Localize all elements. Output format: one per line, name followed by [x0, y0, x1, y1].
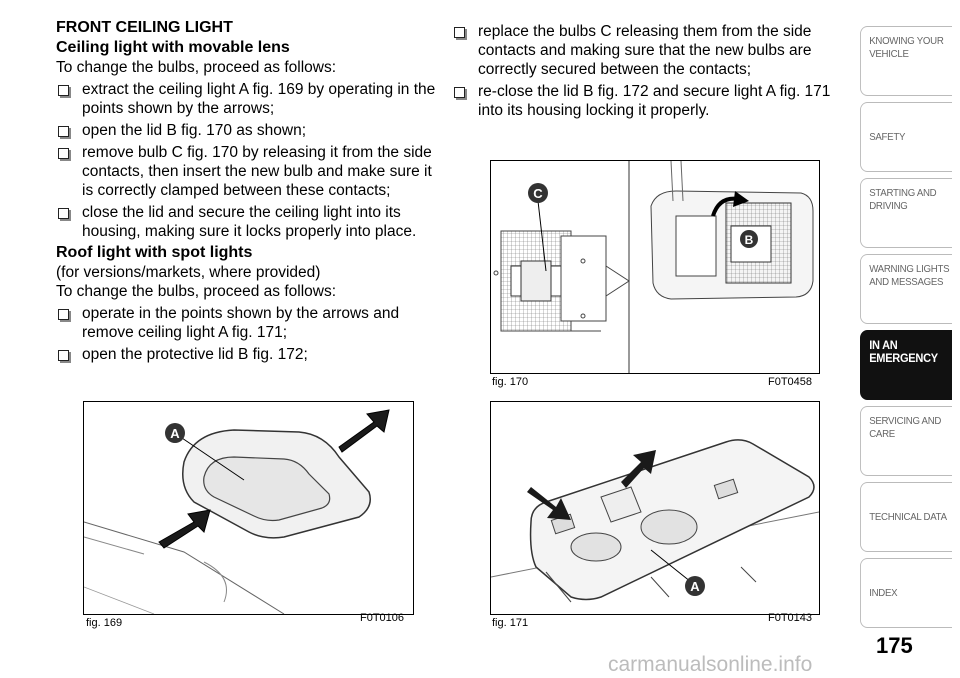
tab-technical-data[interactable]: TECHNICAL DATA: [860, 482, 952, 552]
figure-169-illustration: A: [83, 401, 414, 615]
figure-169-caption: fig. 169: [86, 617, 123, 629]
bullet-item: re-close the lid B fig. 172 and secure l…: [452, 82, 842, 120]
label-b: B: [745, 233, 754, 247]
checkbox-bullet-icon: [58, 309, 71, 322]
versions-note: (for versions/markets, where provided): [56, 264, 321, 281]
label-c: C: [533, 186, 543, 201]
bullet-item: open the protective lid B fig. 172;: [56, 345, 436, 364]
left-column: FRONT CEILING LIGHT Ceiling light with m…: [56, 18, 436, 364]
figure-170-caption: fig. 170: [492, 376, 529, 388]
bulb-housing-drawing: C B: [493, 161, 814, 373]
figure-171-caption: fig. 171: [492, 617, 529, 629]
label-a: A: [690, 579, 700, 594]
checkbox-bullet-icon: [58, 208, 71, 221]
roof-light-spot-drawing: A: [491, 439, 819, 603]
tab-index[interactable]: INDEX: [860, 558, 952, 628]
checkbox-bullet-icon: [58, 148, 71, 161]
label-a: A: [170, 426, 180, 441]
intro-text: To change the bulbs, proceed as follows:: [56, 59, 337, 76]
checkbox-bullet-icon: [454, 87, 467, 100]
right-column: replace the bulbs C releasing them from …: [452, 22, 842, 120]
subheading-spot-lights: Roof light with spot lights: [56, 244, 253, 261]
subheading-movable-lens: Ceiling light with movable lens: [56, 39, 290, 56]
intro-text: To change the bulbs, proceed as follows:: [56, 283, 337, 300]
checkbox-bullet-icon: [58, 126, 71, 139]
bullet-item: extract the ceiling light A fig. 169 by …: [56, 80, 436, 118]
bullet-item: replace the bulbs C releasing them from …: [452, 22, 842, 79]
bullet-item: open the lid B fig. 170 as shown;: [56, 121, 436, 140]
figure-171-code: F0T0143: [768, 612, 813, 624]
figure-171-illustration: A: [490, 401, 820, 615]
figure-169-code: F0T0106: [360, 612, 405, 624]
checkbox-bullet-icon: [454, 27, 467, 40]
page-number: 175: [876, 633, 913, 658]
checkbox-bullet-icon: [58, 85, 71, 98]
bullet-item: close the lid and secure the ceiling lig…: [56, 203, 436, 241]
figure-170-code: F0T0458: [768, 376, 813, 388]
ceiling-light-lens-drawing: A: [84, 409, 390, 614]
watermark: carmanualsonline.info: [608, 653, 813, 676]
bullet-item: operate in the points shown by the arrow…: [56, 304, 436, 342]
tab-safety[interactable]: SAFETY: [860, 102, 952, 172]
bullet-item: remove bulb C fig. 170 by releasing it f…: [56, 143, 436, 200]
section-heading: FRONT CEILING LIGHT: [56, 19, 233, 36]
figure-170-illustration: C B: [490, 160, 820, 374]
checkbox-bullet-icon: [58, 350, 71, 363]
